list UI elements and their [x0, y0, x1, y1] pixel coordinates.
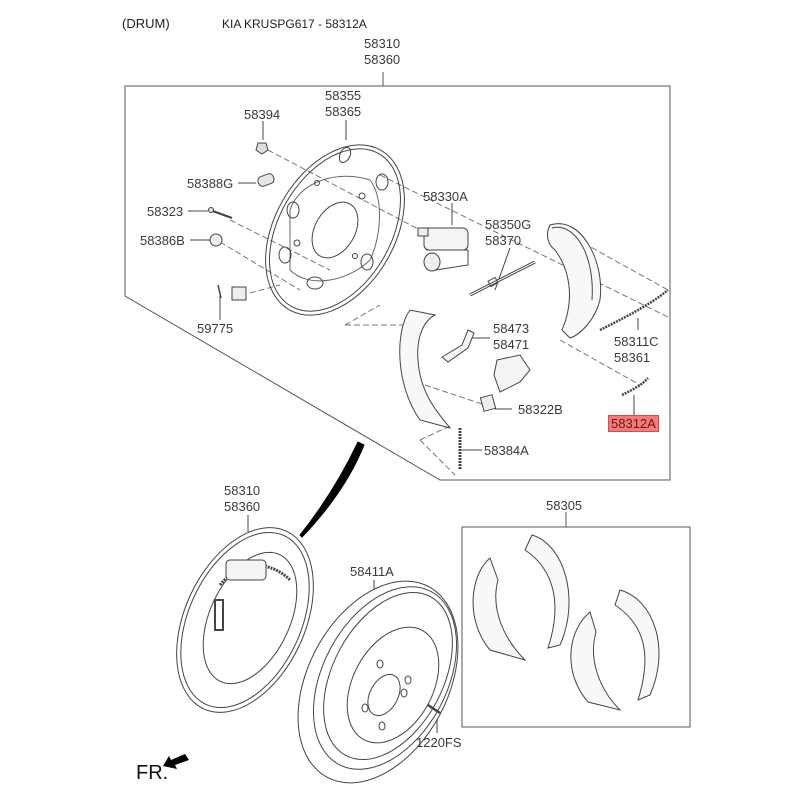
shoe-kit-frame [461, 526, 691, 728]
label-58388G[interactable]: 58388G [187, 176, 234, 191]
connector-arrow [299, 441, 365, 538]
drum-bolt [427, 703, 441, 715]
diagram-variant: (DRUM) [122, 16, 170, 31]
main-frame [124, 72, 671, 481]
spring-upper [599, 289, 669, 332]
brake-shoe-left [399, 309, 452, 429]
label-58350G[interactable]: 58350G [485, 217, 532, 232]
label-58310-bottom[interactable]: 58310 [224, 483, 261, 498]
label-58322B[interactable]: 58322B [518, 402, 563, 417]
label-58394[interactable]: 58394 [244, 107, 281, 122]
brake-assembly [176, 527, 314, 713]
bolt-58394 [255, 142, 269, 155]
spring-selected [621, 377, 649, 397]
label-58312A-selected[interactable]: 58312A [608, 415, 659, 432]
direction-label: FR. [136, 762, 169, 784]
label-58384A[interactable]: 58384A [484, 443, 529, 458]
label-58361[interactable]: 58361 [614, 350, 651, 365]
label-58473[interactable]: 58473 [493, 321, 530, 336]
brake-drum [297, 580, 459, 784]
arrow-front-icon [163, 754, 189, 769]
label-59775[interactable]: 59775 [197, 321, 234, 336]
label-58386B[interactable]: 58386B [140, 233, 185, 248]
label-58330A[interactable]: 58330A [423, 189, 468, 204]
label-58323[interactable]: 58323 [147, 204, 184, 219]
label-58360-top[interactable]: 58360 [364, 52, 401, 67]
label-58471[interactable]: 58471 [493, 337, 530, 352]
label-58310-top[interactable]: 58310 [364, 36, 401, 51]
label-58360-bottom[interactable]: 58360 [224, 499, 261, 514]
shoe-kit-shoes [472, 534, 660, 711]
backing-plate [265, 144, 405, 316]
label-58355[interactable]: 58355 [325, 88, 362, 103]
lever [441, 329, 475, 363]
label-58311C[interactable]: 58311C [614, 334, 659, 349]
label-1220FS[interactable]: 1220FS [416, 735, 462, 750]
label-58411A[interactable]: 58411A [350, 564, 394, 579]
label-58305[interactable]: 58305 [546, 498, 583, 513]
label-58365[interactable]: 58365 [325, 104, 362, 119]
diagram-title: KIA KRUSPG617 - 58312A [222, 17, 367, 31]
adjuster [469, 260, 536, 297]
wheel-cylinder [417, 227, 469, 272]
label-58370[interactable]: 58370 [485, 233, 522, 248]
brake-shoe-right [547, 223, 602, 339]
